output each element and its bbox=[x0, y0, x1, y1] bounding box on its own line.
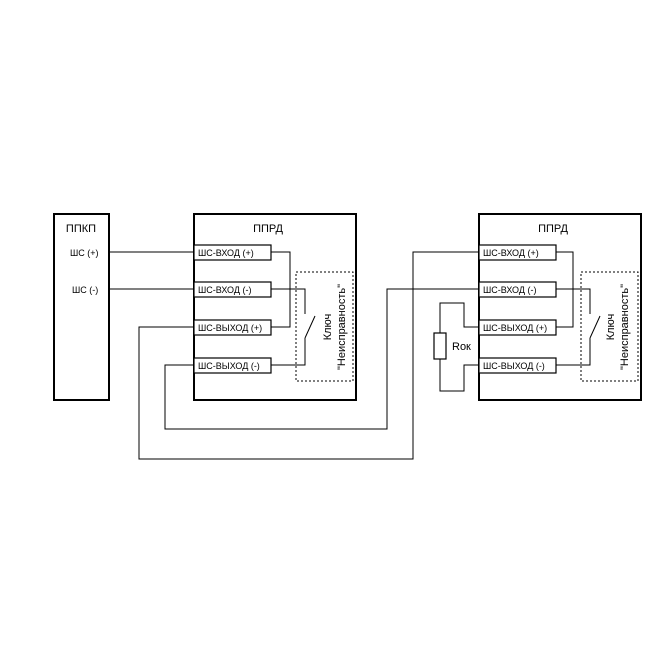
device1-out-minus-label: ШС-ВЫХОД (-) bbox=[198, 361, 260, 371]
device2-key-area bbox=[580, 271, 639, 382]
device2-in-plus-label: ШС-ВХОД (+) bbox=[483, 248, 539, 258]
device1-out-plus-label: ШС-ВЫХОД (+) bbox=[198, 323, 262, 333]
device-ppdr-2: ППРД ШС-ВХОД (+) ШС-ВХОД (-) ШС-ВЫХОД (+… bbox=[478, 213, 642, 401]
device1-box bbox=[193, 213, 357, 401]
device2-box bbox=[478, 213, 642, 401]
device2-key-label-line2: "Неисправность" bbox=[619, 284, 631, 370]
panel-ppkp: ППКП ШС (+) ШС (-) bbox=[53, 213, 110, 401]
panel-terminal-plus-label: ШС (+) bbox=[70, 248, 99, 258]
device1-title: ППРД bbox=[253, 223, 283, 235]
resistor-bottom-wire bbox=[439, 359, 479, 392]
device2-title: ППРД bbox=[538, 223, 568, 235]
device2-in-minus-label: ШС-ВХОД (-) bbox=[483, 285, 536, 295]
external-wiring bbox=[109, 251, 479, 460]
device1-key-label-line1: Ключ bbox=[322, 314, 334, 341]
device1-key-label-line2: "Неисправность" bbox=[336, 284, 348, 370]
resistor-top-wire bbox=[439, 302, 479, 333]
device1-in-plus-label: ШС-ВХОД (+) bbox=[198, 248, 254, 258]
wire-device1-out-plus-to-device2-in-plus bbox=[138, 251, 479, 460]
resistor-rok: Rок bbox=[433, 302, 479, 392]
device2-out-minus-label: ШС-ВЫХОД (-) bbox=[483, 361, 545, 371]
resistor-body bbox=[433, 332, 447, 360]
device-ppdr-1: ППРД ШС-ВХОД (+) ШС-ВХОД (-) ШС-ВЫХОД (+… bbox=[193, 213, 357, 401]
device1-key-switch bbox=[304, 315, 316, 339]
device2-key-label-line1: Ключ bbox=[605, 314, 617, 341]
panel-title: ППКП bbox=[66, 223, 96, 235]
device1-in-minus-label: ШС-ВХОД (-) bbox=[198, 285, 251, 295]
device1-key-area bbox=[295, 271, 354, 382]
device2-minus-jumper bbox=[556, 288, 591, 366]
panel-terminal-minus-label: ШС (-) bbox=[72, 285, 98, 295]
resistor-label: Rок bbox=[452, 341, 471, 353]
device2-out-plus-label: ШС-ВЫХОД (+) bbox=[483, 323, 547, 333]
panel-box bbox=[53, 213, 110, 401]
device1-minus-jumper bbox=[271, 288, 306, 366]
device2-key-switch bbox=[589, 315, 601, 339]
wire-device1-out-minus-to-device2-in-minus bbox=[164, 288, 479, 430]
